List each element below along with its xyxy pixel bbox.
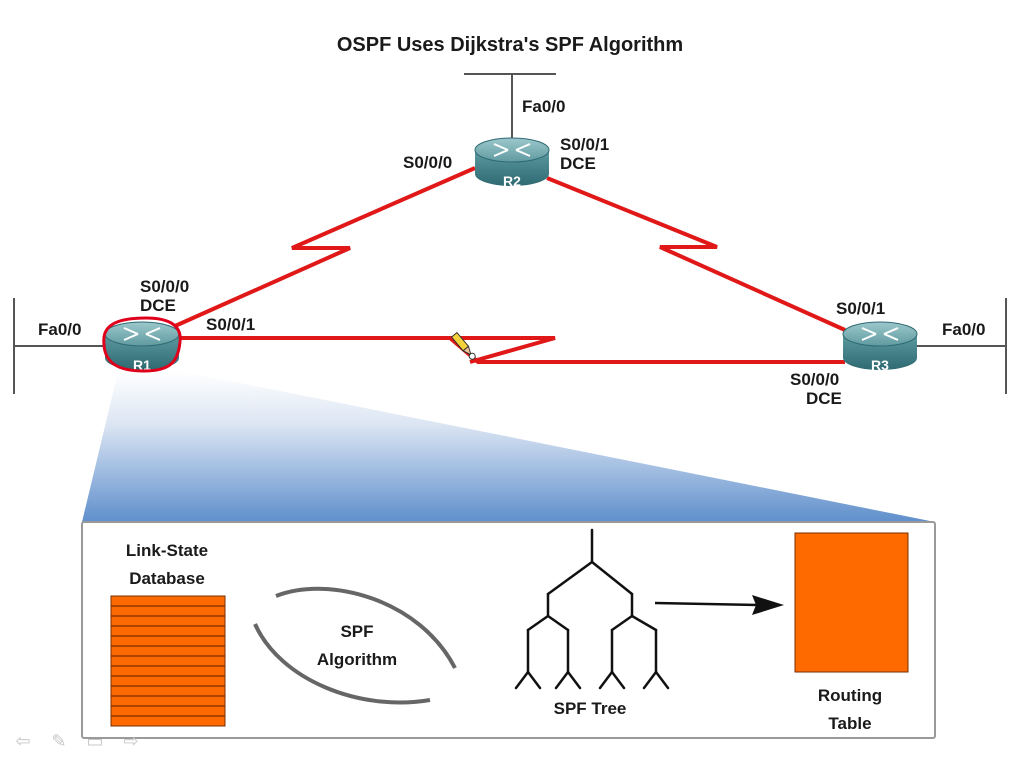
r1-highlight-ring xyxy=(102,316,182,373)
screen-icon[interactable]: ▭ xyxy=(86,731,104,752)
routing-table-block xyxy=(794,532,909,673)
routing-table-label-line1: Routing xyxy=(818,686,882,705)
serial-link-r1-r2 xyxy=(174,166,476,328)
lsdb-stack xyxy=(110,595,226,727)
lan-r1 xyxy=(13,298,108,394)
arrow-right-icon xyxy=(654,595,784,615)
r2-fa00-label: Fa0/0 xyxy=(522,97,565,116)
lan-r3 xyxy=(915,298,1007,394)
router-r2[interactable]: R2 xyxy=(474,137,550,189)
router-r3[interactable]: R3 xyxy=(842,321,918,373)
serial-link-r1-r3-zigzag xyxy=(450,336,556,364)
spf-algorithm-label-line1: SPF xyxy=(340,622,373,641)
zoom-fan xyxy=(82,372,935,522)
routing-table-label-line2: Table xyxy=(828,714,871,733)
router-r3-label: R3 xyxy=(871,357,889,373)
r1-s001-label: S0/0/1 xyxy=(206,315,255,334)
r2-s000-label: S0/0/0 xyxy=(403,153,452,172)
spf-process-panel xyxy=(81,521,936,739)
lan-r2 xyxy=(464,73,556,142)
pen-cursor-icon xyxy=(450,331,476,360)
r1-fa00-label: Fa0/0 xyxy=(38,320,81,339)
router-arrows-icon xyxy=(493,143,531,157)
forward-arrow-icon[interactable]: ⇨ xyxy=(123,731,139,752)
r1-s000-label: S0/0/0 xyxy=(140,277,189,296)
router-arrows-icon xyxy=(123,327,161,341)
router-arrows-icon xyxy=(861,327,899,341)
lsdb-label-line1: Link-State xyxy=(126,541,208,560)
lsdb-label-line2: Database xyxy=(129,569,205,588)
r3-dce-label: DCE xyxy=(806,389,842,408)
router-r1-label: R1 xyxy=(133,357,151,373)
spf-algorithm-label-line2: Algorithm xyxy=(317,650,397,669)
r3-s000-label: S0/0/0 xyxy=(790,370,839,389)
back-arrow-icon[interactable]: ⇦ xyxy=(15,731,31,752)
r3-s001-label: S0/0/1 xyxy=(836,299,885,318)
router-r1[interactable]: R1 xyxy=(104,321,180,373)
r2-s001-label: S0/0/1 xyxy=(560,135,609,154)
serial-link-r2-r3 xyxy=(546,176,846,332)
pen-icon[interactable]: ✎ xyxy=(51,731,67,752)
router-r2-label: R2 xyxy=(503,173,521,189)
slide-nav: ⇦ ✎ ▭ ⇨ xyxy=(12,732,142,752)
r3-fa00-label: Fa0/0 xyxy=(942,320,985,339)
spf-tree-icon xyxy=(514,528,670,690)
spf-algorithm-arcs xyxy=(253,586,457,705)
r1-dce-label: DCE xyxy=(140,296,176,315)
r2-dce-label: DCE xyxy=(560,154,596,173)
spf-tree-label: SPF Tree xyxy=(554,699,627,718)
diagram-title: OSPF Uses Dijkstra's SPF Algorithm xyxy=(337,34,683,56)
